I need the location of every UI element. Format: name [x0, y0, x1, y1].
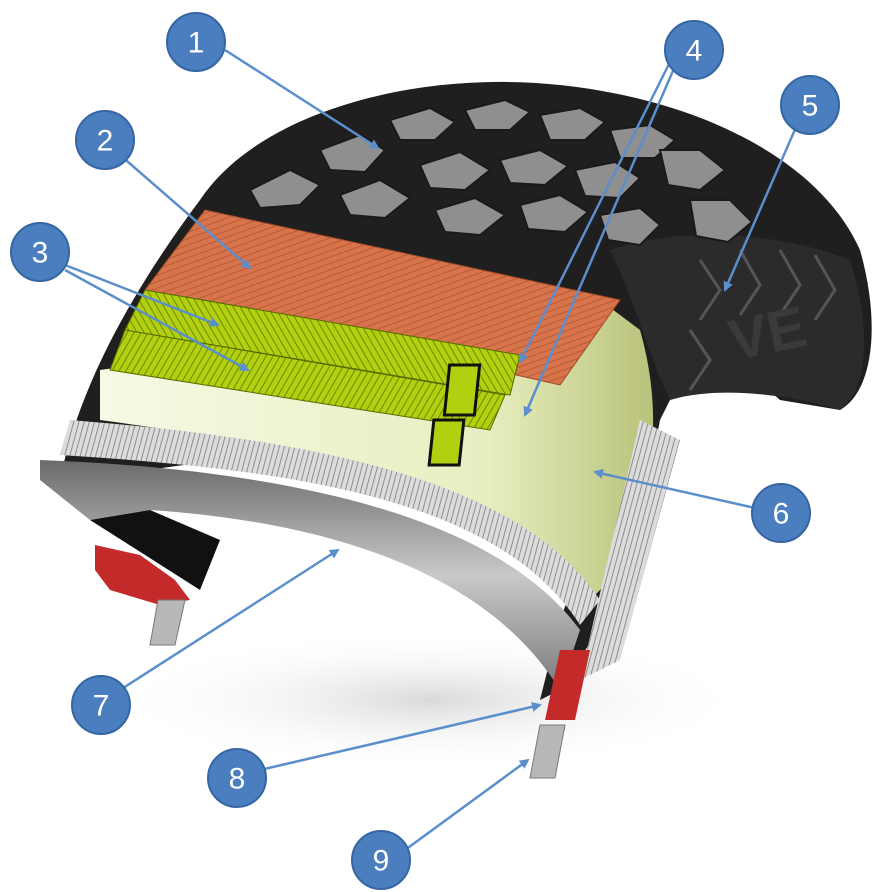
callout-4: 4 [664, 20, 724, 80]
leader-6 [593, 468, 756, 510]
leader-5 [723, 117, 802, 292]
bead-left [95, 545, 190, 646]
sidewall-text: VE [723, 294, 812, 374]
callout-3-label: 3 [32, 237, 49, 270]
callout-8: 8 [207, 748, 267, 808]
leader-4a [518, 61, 672, 364]
leader-3b [64, 268, 250, 372]
callout-4-label: 4 [686, 35, 703, 68]
callout-1: 1 [166, 12, 226, 72]
leader-3a [64, 263, 220, 327]
sidewall-lugs [688, 249, 837, 391]
bead-right [529, 650, 590, 779]
leader-4b [523, 65, 677, 417]
callout-3: 3 [10, 222, 70, 282]
inner-liner [40, 460, 580, 690]
callout-9: 9 [351, 830, 411, 890]
callout-5: 5 [780, 75, 840, 135]
ply-layer [60, 420, 600, 625]
callout-6-label: 6 [773, 498, 790, 531]
tread-pattern [248, 98, 754, 247]
cap-ply-1 [442, 363, 482, 417]
callout-7: 7 [71, 675, 131, 735]
callout-6: 6 [751, 483, 811, 543]
leader-2 [119, 154, 252, 270]
leader-1 [224, 48, 380, 150]
callout-1-label: 1 [188, 27, 205, 60]
belt-orange [144, 209, 621, 386]
leader-7 [119, 548, 340, 692]
belt-green-lower [109, 329, 506, 431]
leader-8 [259, 701, 542, 772]
callout-9-label: 9 [373, 845, 390, 878]
belt-green-upper [124, 289, 521, 396]
callout-7-label: 7 [93, 690, 110, 723]
callout-2: 2 [75, 110, 135, 170]
cap-ply-2 [427, 418, 466, 467]
callout-2-label: 2 [97, 125, 114, 158]
callout-8-label: 8 [229, 763, 246, 796]
ground-shadow [110, 630, 750, 770]
leader-lines [64, 48, 802, 852]
inner-dark [90, 510, 220, 590]
callout-5-label: 5 [802, 90, 819, 123]
leader-9 [404, 758, 530, 852]
